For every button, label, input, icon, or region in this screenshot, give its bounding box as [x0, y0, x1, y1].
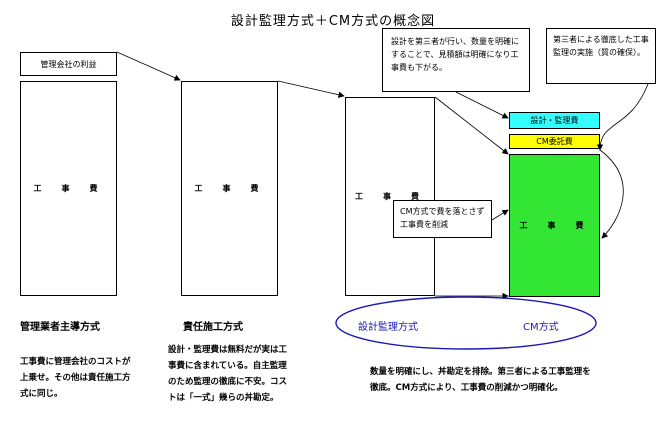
bar-method2-label: 工 事 費 [194, 184, 265, 193]
method2-desc: 設計・監理費は無料だが実は工事費に含まれている。自主監理のため監理の徹底に不安。… [168, 345, 288, 403]
method1-desc: 工事費に管理会社のコストが上乗せ。その他は責任施工方式に同じ。 [20, 357, 131, 399]
method1-name: 管理業者主導方式 [20, 322, 100, 333]
diagram-title: 設計監理方式＋CM方式の概念図 [230, 14, 436, 29]
callout-top: 設計を第三者が行い、数量を明確にすることで、見積額は明確になり工事費も下がる。 [382, 28, 530, 92]
bar-method1-label: 工 事 費 [33, 184, 104, 193]
callout-right-text: 第三者による徹底した工事監理の実施（質の確保）。 [553, 35, 649, 57]
arrow-callout-middle [491, 209, 509, 221]
cm-fee-label: CM委託費 [536, 137, 573, 146]
callout-middle-text: CM方式で費を落とさず工事費を削減 [400, 207, 485, 229]
bar-cm: 工 事 費 [509, 154, 600, 297]
method3-desc: 数量を明確にし、丼勘定を排除。第三者による工事監理を徹底。CM方式により、工事費… [370, 367, 591, 393]
arrow-callout-top [455, 91, 509, 119]
method3-name: 設計監理方式 [358, 322, 418, 333]
bar-method2: 工 事 費 [181, 81, 278, 296]
arrow-callout-right-lower [599, 149, 624, 239]
method2-name: 責任施工方式 [183, 322, 243, 333]
design-fee-box: 設計・監理費 [509, 112, 600, 129]
method3-name2: CM方式 [523, 322, 559, 333]
callout-right: 第三者による徹底した工事監理の実施（質の確保）。 [546, 28, 656, 84]
bar-method3: 工 事 費 [345, 97, 435, 296]
profit-box: 管理会社の利益 [20, 52, 117, 76]
bar-method1: 工 事 費 [20, 81, 117, 296]
bar-method3-label: 工 事 費 [355, 192, 425, 201]
bar-cm-label: 工 事 費 [519, 221, 590, 230]
arrow-callout-right [596, 83, 649, 151]
profit-label: 管理会社の利益 [40, 59, 97, 69]
arrow-profit-to-method2 [116, 51, 181, 81]
callout-top-text: 設計を第三者が行い、数量を明確にすることで、見積額は明確になり工事費も下がる。 [391, 37, 519, 72]
arrow-method2-to-method3 [277, 80, 345, 98]
design-fee-label: 設計・監理費 [530, 116, 579, 125]
cm-fee-box: CM委託費 [509, 134, 600, 149]
callout-middle: CM方式で費を落とさず工事費を削減 [393, 200, 492, 238]
arrow-method3-to-cm [434, 96, 509, 155]
